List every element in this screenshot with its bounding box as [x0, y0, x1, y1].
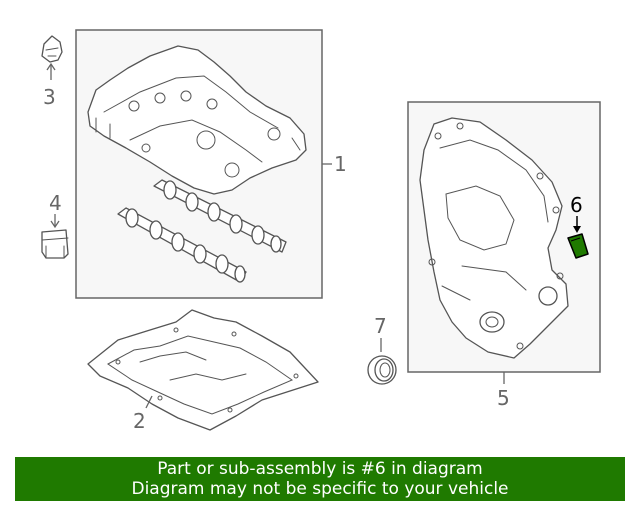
info-banner: Part or sub-assembly is #6 in diagram Di… — [15, 457, 625, 501]
part-4-sensor[interactable]: 4 — [41, 191, 69, 259]
part-2-gasket[interactable] — [87, 309, 319, 431]
part-1-camshaft-lower[interactable] — [117, 207, 247, 283]
banner-line-1: Part or sub-assembly is #6 in diagram — [157, 459, 483, 479]
banner-line-2: Diagram may not be specific to your vehi… — [131, 479, 509, 499]
callout-6: 6 — [570, 193, 583, 217]
callout-4: 4 — [49, 191, 62, 215]
part-5-timing-cover[interactable] — [419, 117, 569, 359]
callout-7: 7 — [374, 314, 387, 338]
part-1-camshaft-upper[interactable] — [153, 179, 287, 253]
callout-2: 2 — [133, 409, 146, 433]
callout-3: 3 — [43, 85, 56, 109]
part-7-seal[interactable]: 7 — [367, 314, 397, 385]
callout-5: 5 — [497, 386, 510, 410]
part-3-oil-cap[interactable]: 3 — [41, 35, 63, 109]
part-1-valve-cover[interactable] — [87, 45, 307, 195]
part-6-highlighted[interactable]: 6 — [567, 193, 589, 259]
callout-1: 1 — [334, 152, 347, 176]
parts-diagram: 3 4 — [41, 29, 601, 433]
